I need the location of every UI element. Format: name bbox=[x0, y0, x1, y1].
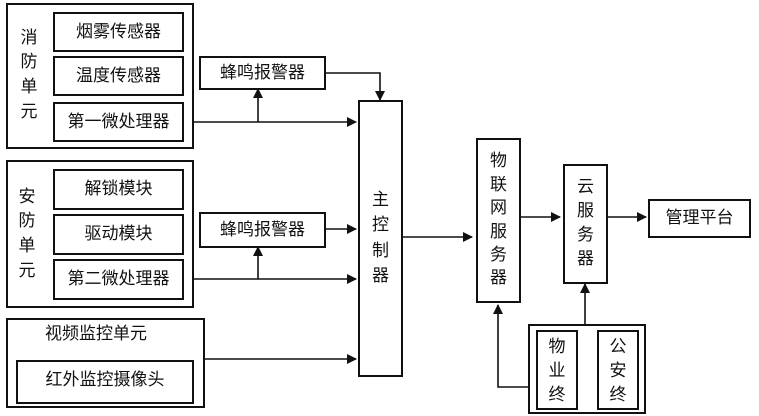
drive-module-box bbox=[53, 214, 184, 255]
arrow-buzzer1-to-main bbox=[326, 72, 385, 101]
ir-camera-label: 红外监控摄像头 bbox=[45, 369, 165, 390]
security-unit-title: 安 防 单 元 bbox=[18, 186, 36, 281]
buzzer1-label: 蜂鸣报警器 bbox=[220, 62, 305, 83]
buzzer2-box bbox=[199, 212, 326, 248]
connection-lines bbox=[184, 72, 647, 388]
fire-unit-title: 消 防 单 元 bbox=[20, 27, 38, 122]
cpu1-box bbox=[53, 102, 184, 142]
cloud-server-box bbox=[563, 164, 608, 284]
iot-server-label: 物 联 网 服 务 器 bbox=[490, 151, 507, 289]
arrow-terminals-to-iot bbox=[493, 304, 528, 388]
temp-sensor-box bbox=[53, 56, 184, 96]
police-terminal-box bbox=[597, 330, 639, 410]
police-terminal-label: 公 安 终 bbox=[609, 337, 627, 405]
cloud-server-label: 云 服 务 器 bbox=[577, 177, 594, 269]
cpu2-box bbox=[53, 259, 184, 300]
property-terminal-label: 物 业 终 bbox=[548, 337, 566, 405]
cpu2-label: 第二微处理器 bbox=[67, 269, 170, 289]
buzzer1-box bbox=[199, 56, 326, 90]
iot-server-box bbox=[476, 138, 521, 303]
main-controller-label: 主 控 制 器 bbox=[372, 189, 389, 287]
temp-sensor-label: 温度传感器 bbox=[76, 65, 161, 86]
smoke-sensor-label: 烟雾传感器 bbox=[76, 21, 161, 42]
mgmt-platform-box bbox=[648, 199, 751, 238]
buzzer2-label: 蜂鸣报警器 bbox=[220, 219, 305, 240]
drive-module-label: 驱动模块 bbox=[84, 224, 153, 244]
mgmt-platform-label: 管理平台 bbox=[665, 208, 734, 228]
unlock-module-box bbox=[53, 169, 184, 210]
video-unit-title: 视频监控单元 bbox=[45, 323, 147, 344]
property-terminal-box bbox=[536, 330, 578, 410]
unlock-module-label: 解锁模块 bbox=[84, 179, 153, 199]
smoke-sensor-box bbox=[53, 12, 184, 52]
main-controller-box bbox=[358, 100, 403, 377]
cpu1-label: 第一微处理器 bbox=[67, 111, 170, 132]
